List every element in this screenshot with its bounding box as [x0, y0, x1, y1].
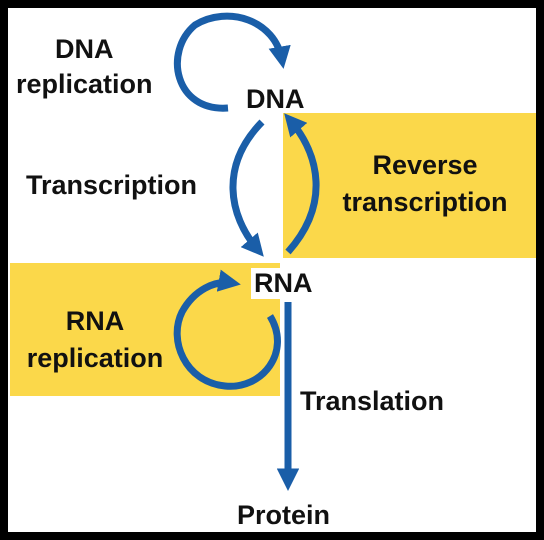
rna-replication-label: RNA replication	[16, 308, 174, 372]
dna-replication-arrow	[173, 12, 291, 112]
dna-node: DNA	[246, 84, 305, 114]
dna-replication-line1: DNA	[55, 34, 114, 64]
transcription-arrow	[229, 119, 265, 257]
transcription-label: Transcription	[26, 170, 198, 200]
reverse-transcription-line2: transcription	[342, 187, 508, 217]
protein-node: Protein	[237, 500, 331, 530]
reverse-transcription-arrow	[284, 113, 320, 255]
rna-replication-line1: RNA	[65, 306, 125, 336]
dna-replication-label: DNA replication	[16, 36, 153, 98]
reverse-transcription-highlight	[283, 113, 536, 258]
reverse-transcription-line1: Reverse	[372, 150, 478, 180]
translation-label: Translation	[300, 386, 445, 416]
rna-replication-arrow	[173, 269, 281, 390]
reverse-transcription-label: Reverse transcription	[330, 152, 520, 216]
rna-replication-line2: replication	[26, 343, 164, 373]
dna-replication-line2: replication	[16, 69, 153, 99]
rna-node: RNA	[251, 268, 316, 299]
